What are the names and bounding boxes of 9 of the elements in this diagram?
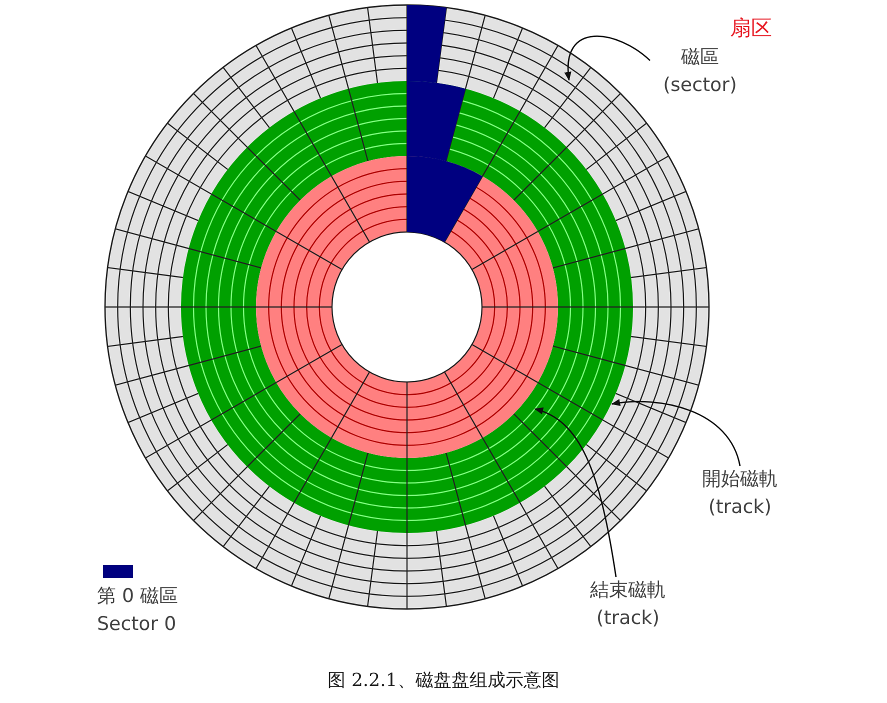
- callout-label: 開始磁軌 (track): [680, 466, 800, 522]
- figure-caption: 图 2.2.1、磁盘盘组成示意图: [326, 669, 560, 692]
- callout-label: 磁區 (sector): [650, 44, 750, 100]
- legend-text: 第 0 磁區 Sector 0: [97, 584, 180, 637]
- leader-arrow: [564, 36, 650, 81]
- leader-arrow: [534, 408, 617, 578]
- callout-label: 結束磁軌 (track): [568, 577, 688, 632]
- leader-arrow: [611, 399, 741, 466]
- annotation-text: 扇区: [730, 15, 772, 42]
